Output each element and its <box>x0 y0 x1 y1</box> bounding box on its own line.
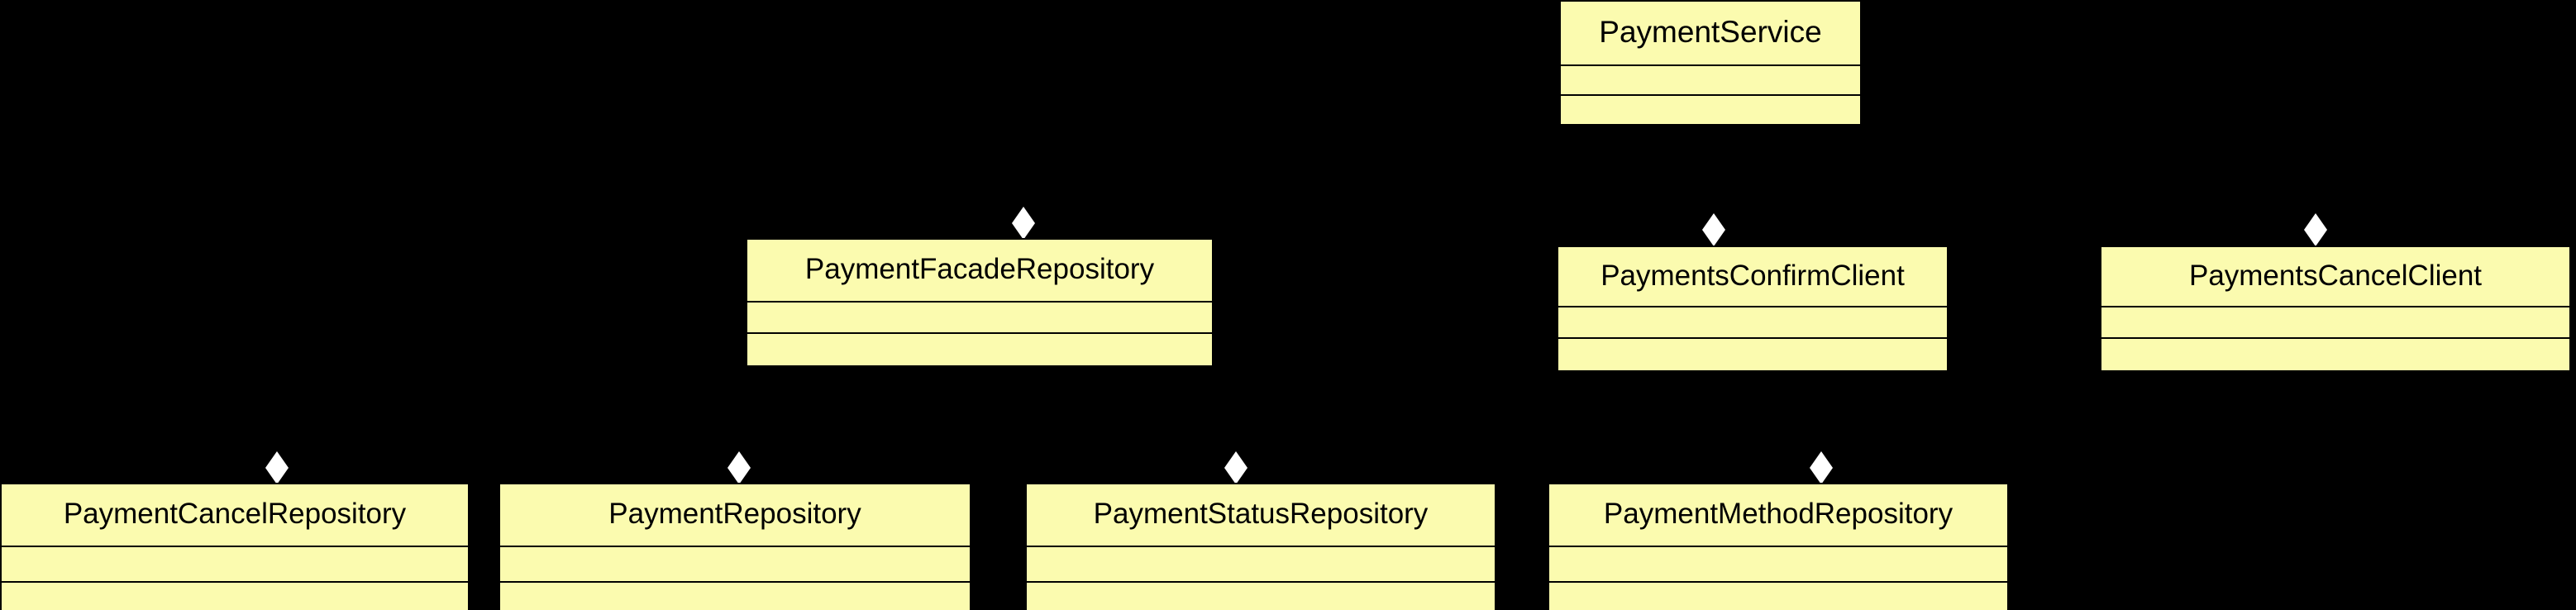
uml-class-payments-confirm-client[interactable]: PaymentsConfirmClient <box>1557 245 1949 372</box>
uml-class-name: PaymentsCancelClient <box>2101 247 2569 307</box>
uml-attributes-compartment <box>2101 307 2569 339</box>
uml-class-name: PaymentCancelRepository <box>2 484 468 547</box>
uml-class-payments-cancel-client[interactable]: PaymentsCancelClient <box>2100 245 2571 372</box>
uml-class-name: PaymentsConfirmClient <box>1558 247 1947 307</box>
uml-attributes-compartment <box>1027 547 1495 583</box>
uml-class-name: PaymentFacadeRepository <box>747 240 1212 303</box>
uml-operations-compartment <box>2 583 468 610</box>
uml-operations-compartment <box>1561 96 1860 124</box>
uml-operations-compartment <box>747 334 1212 365</box>
uml-class-name: PaymentService <box>1561 2 1860 66</box>
uml-class-name: PaymentRepository <box>500 484 970 547</box>
uml-attributes-compartment <box>747 303 1212 334</box>
uml-operations-compartment <box>2101 339 2569 370</box>
uml-operations-compartment <box>500 583 970 610</box>
uml-operations-compartment <box>1549 583 2007 610</box>
uml-class-payment-status-repository[interactable]: PaymentStatusRepository <box>1025 483 1496 610</box>
uml-attributes-compartment <box>500 547 970 583</box>
uml-attributes-compartment <box>1558 307 1947 339</box>
uml-operations-compartment <box>1558 339 1947 370</box>
uml-attributes-compartment <box>1561 66 1860 96</box>
uml-attributes-compartment <box>1549 547 2007 583</box>
uml-class-payment-service[interactable]: PaymentService <box>1559 0 1862 126</box>
uml-class-name: PaymentStatusRepository <box>1027 484 1495 547</box>
uml-attributes-compartment <box>2 547 468 583</box>
uml-class-name: PaymentMethodRepository <box>1549 484 2007 547</box>
uml-class-payment-facade-repository[interactable]: PaymentFacadeRepository <box>746 238 1214 367</box>
uml-operations-compartment <box>1027 583 1495 610</box>
uml-class-payment-repository[interactable]: PaymentRepository <box>499 483 971 610</box>
uml-class-payment-method-repository[interactable]: PaymentMethodRepository <box>1548 483 2009 610</box>
uml-class-payment-cancel-repository[interactable]: PaymentCancelRepository <box>0 483 470 610</box>
